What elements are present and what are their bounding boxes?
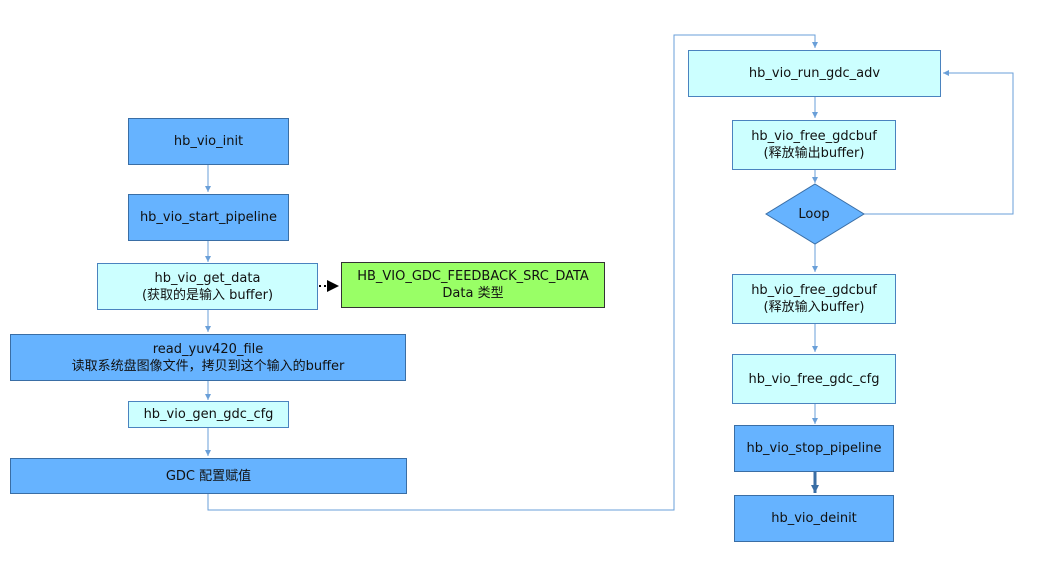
node-free-gdc-cfg-label: hb_vio_free_gdc_cfg [748, 371, 880, 387]
node-feedback-type-line1: HB_VIO_GDC_FEEDBACK_SRC_DATA [357, 269, 589, 284]
node-start-pipeline-label: hb_vio_start_pipeline [139, 210, 278, 225]
loop-label: Loop [798, 206, 830, 222]
node-feedback-type: HB_VIO_GDC_FEEDBACK_SRC_DATA Data 类型 [341, 262, 605, 308]
node-gdc-config: GDC 配置赋值 [10, 458, 407, 494]
node-read-file: read_yuv420_file 读取系统盘图像文件，拷贝到这个输入的buffe… [10, 334, 406, 381]
loop-diamond [765, 183, 865, 245]
node-run-gdc-adv-label: hb_vio_run_gdc_adv [748, 66, 881, 81]
edge-loop-back [864, 70, 1014, 215]
node-gen-gdc-cfg: hb_vio_gen_gdc_cfg [128, 401, 289, 428]
node-get-data-line1: hb_vio_get_data [154, 270, 261, 286]
node-gdc-config-label: GDC 配置赋值 [165, 468, 252, 484]
node-vio-init-label: hb_vio_init [173, 134, 244, 149]
node-read-file-line2: 读取系统盘图像文件，拷贝到这个输入的buffer [71, 358, 345, 374]
node-feedback-type-line2: Data 类型 [442, 286, 504, 301]
node-free-gdcbuf-output: hb_vio_free_gdcbuf (释放输出buffer) [732, 120, 896, 170]
node-get-data-line2: (获取的是输入 buffer) [141, 287, 274, 303]
node-vio-init: hb_vio_init [128, 118, 289, 165]
node-stop-pipeline-label: hb_vio_stop_pipeline [746, 441, 882, 456]
node-free-gdcbuf-output-line2: (释放输出buffer) [763, 146, 865, 161]
node-run-gdc-adv: hb_vio_run_gdc_adv [688, 50, 941, 97]
node-free-gdcbuf-output-line1: hb_vio_free_gdcbuf [751, 129, 877, 144]
node-read-file-line1: read_yuv420_file [152, 341, 264, 357]
edge-gdcconfig-rungdc [207, 34, 818, 511]
node-start-pipeline: hb_vio_start_pipeline [128, 194, 289, 241]
node-free-gdc-cfg: hb_vio_free_gdc_cfg [732, 354, 896, 404]
node-free-gdcbuf-input-line1: hb_vio_free_gdcbuf [751, 283, 877, 298]
node-deinit-label: hb_vio_deinit [771, 511, 857, 526]
node-deinit: hb_vio_deinit [734, 495, 894, 542]
node-stop-pipeline: hb_vio_stop_pipeline [734, 425, 894, 472]
node-free-gdcbuf-input-line2: (释放输入buffer) [763, 300, 865, 315]
node-gen-gdc-cfg-label: hb_vio_gen_gdc_cfg [143, 407, 274, 422]
node-get-data: hb_vio_get_data (获取的是输入 buffer) [97, 263, 318, 310]
node-free-gdcbuf-input: hb_vio_free_gdcbuf (释放输入buffer) [732, 274, 896, 324]
